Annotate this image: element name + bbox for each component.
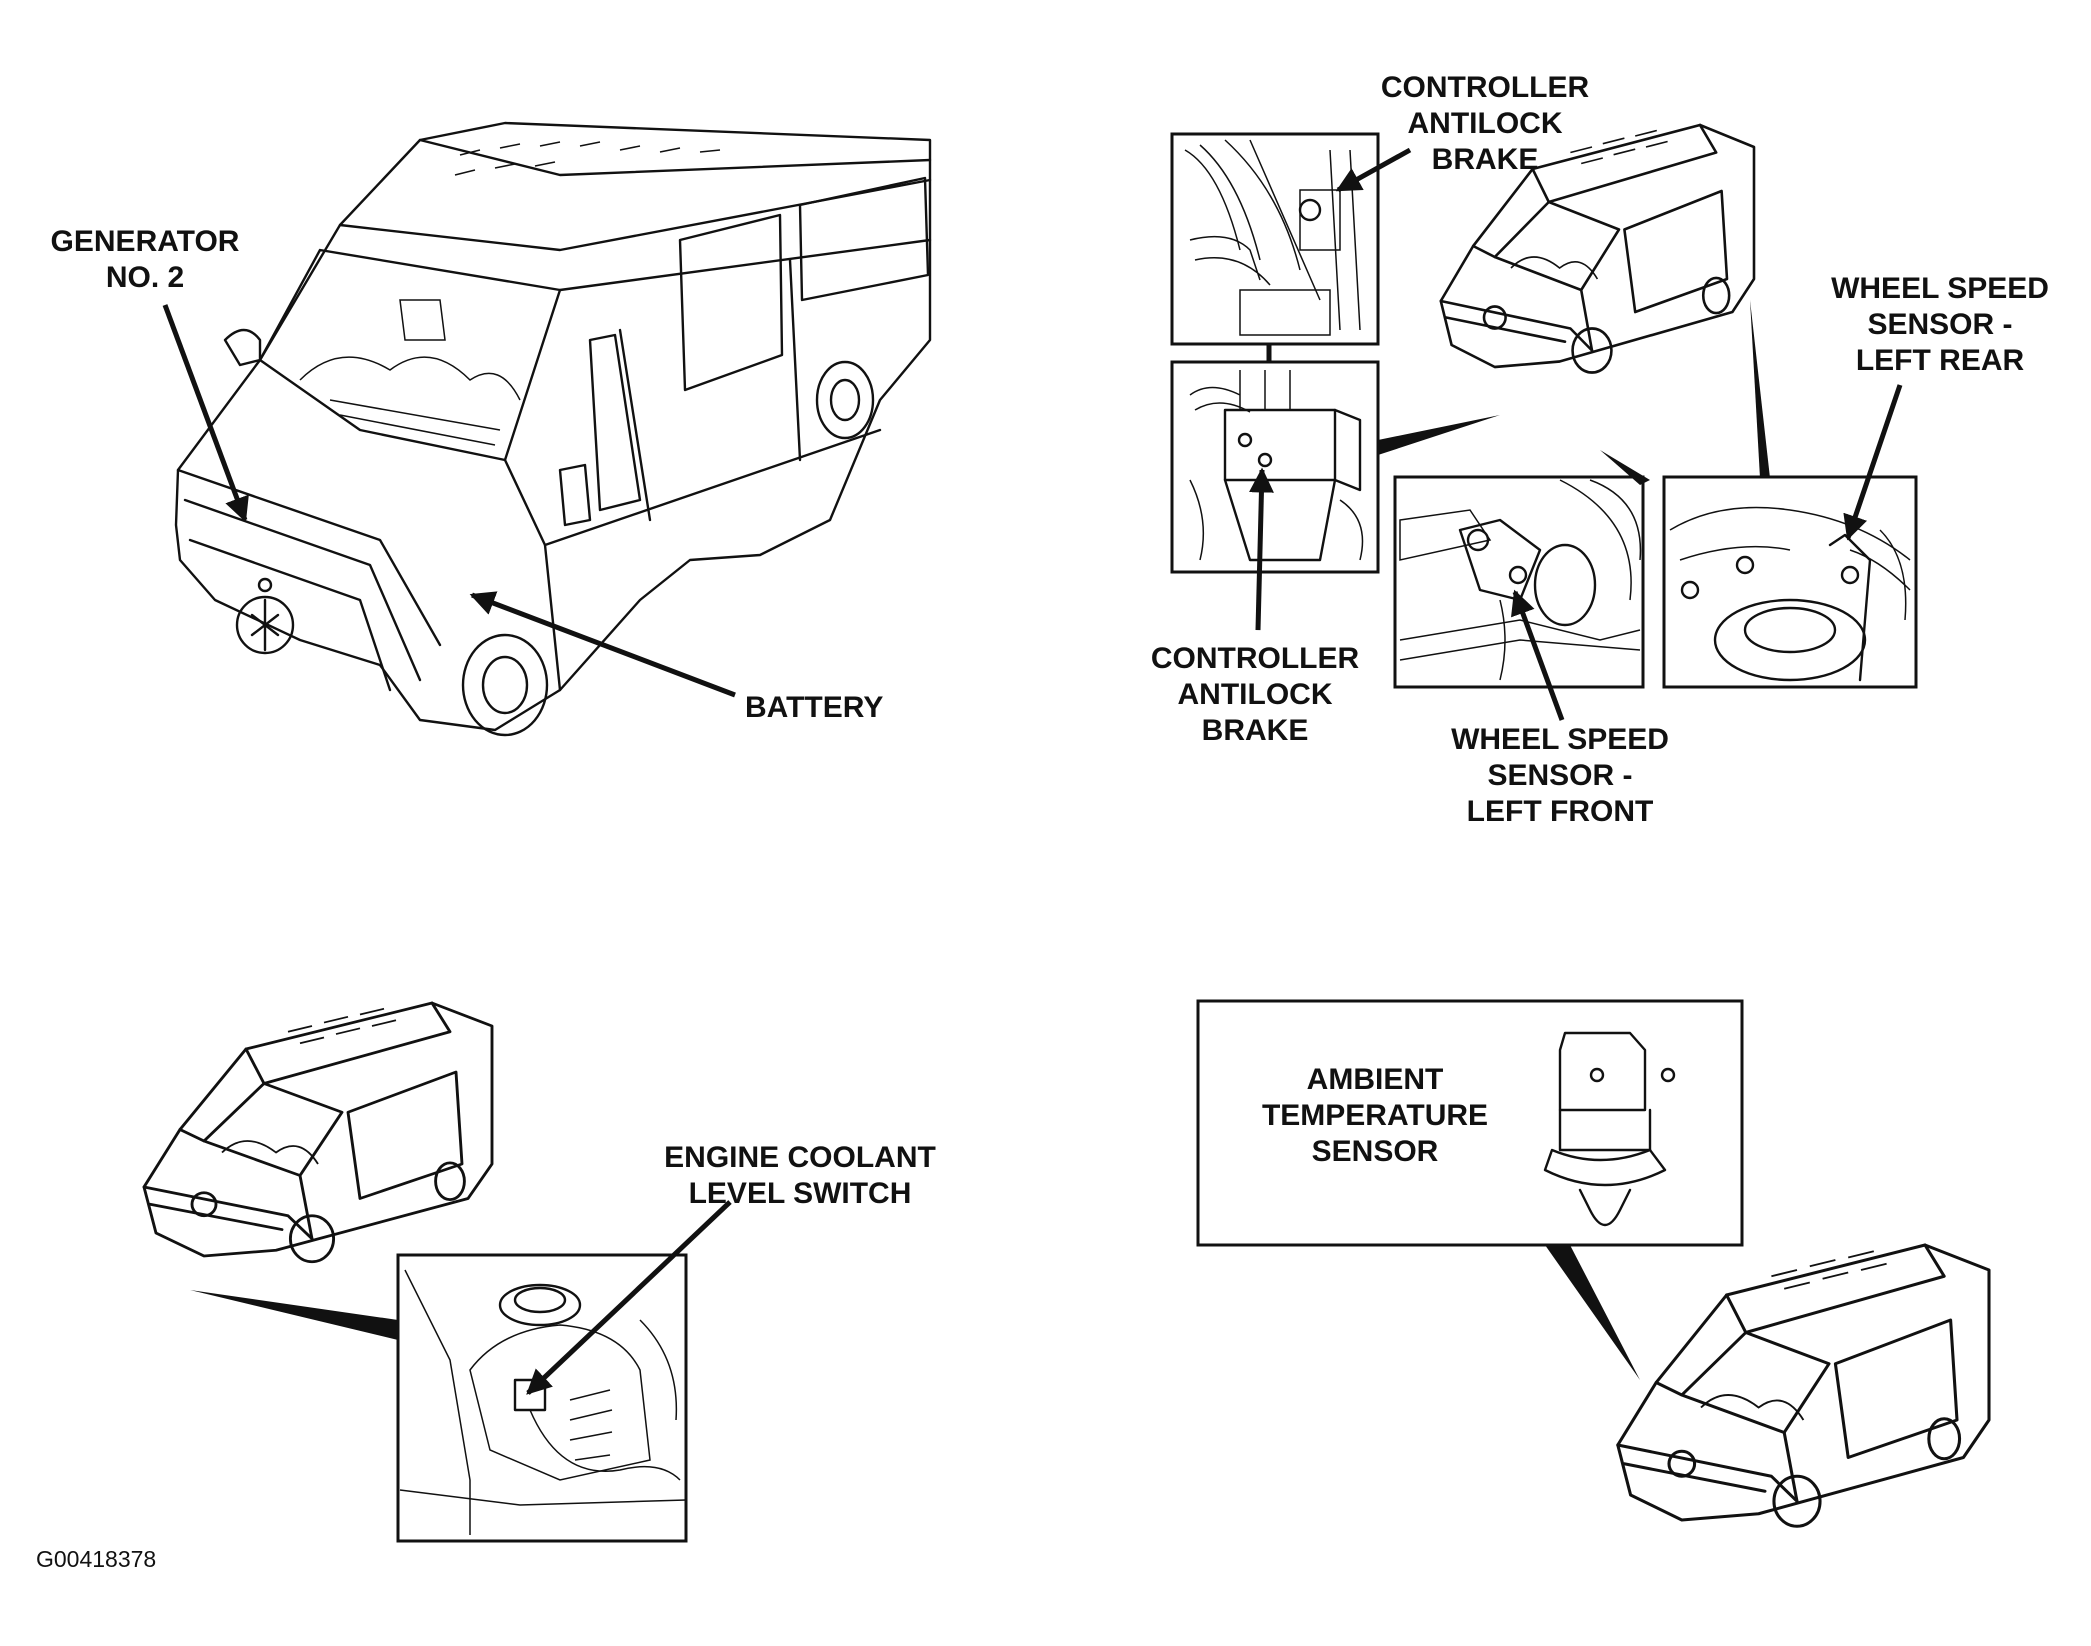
- bottom-right-callout-wedge: [1545, 1245, 1640, 1380]
- figure-code: G00418378: [36, 1546, 157, 1572]
- bottom-left-callout-wedge: [190, 1290, 398, 1340]
- label-battery: BATTERY: [745, 691, 884, 724]
- ambient-sensor-box: [1196, 999, 1744, 1247]
- top-right-callout-wedges: [1378, 300, 1770, 485]
- wheel-front-inset: [1393, 475, 1645, 689]
- callout-arrows: [162, 147, 1903, 1395]
- wheel-rear-inset: [1662, 475, 1918, 689]
- coolant-inset: [396, 1253, 688, 1543]
- van-bottom-left-illustration: [142, 1001, 494, 1264]
- antilock-controller-insets: [1170, 132, 1380, 574]
- van-bottom-right-illustration: [1616, 1243, 1991, 1528]
- van-large-illustration: [174, 121, 932, 737]
